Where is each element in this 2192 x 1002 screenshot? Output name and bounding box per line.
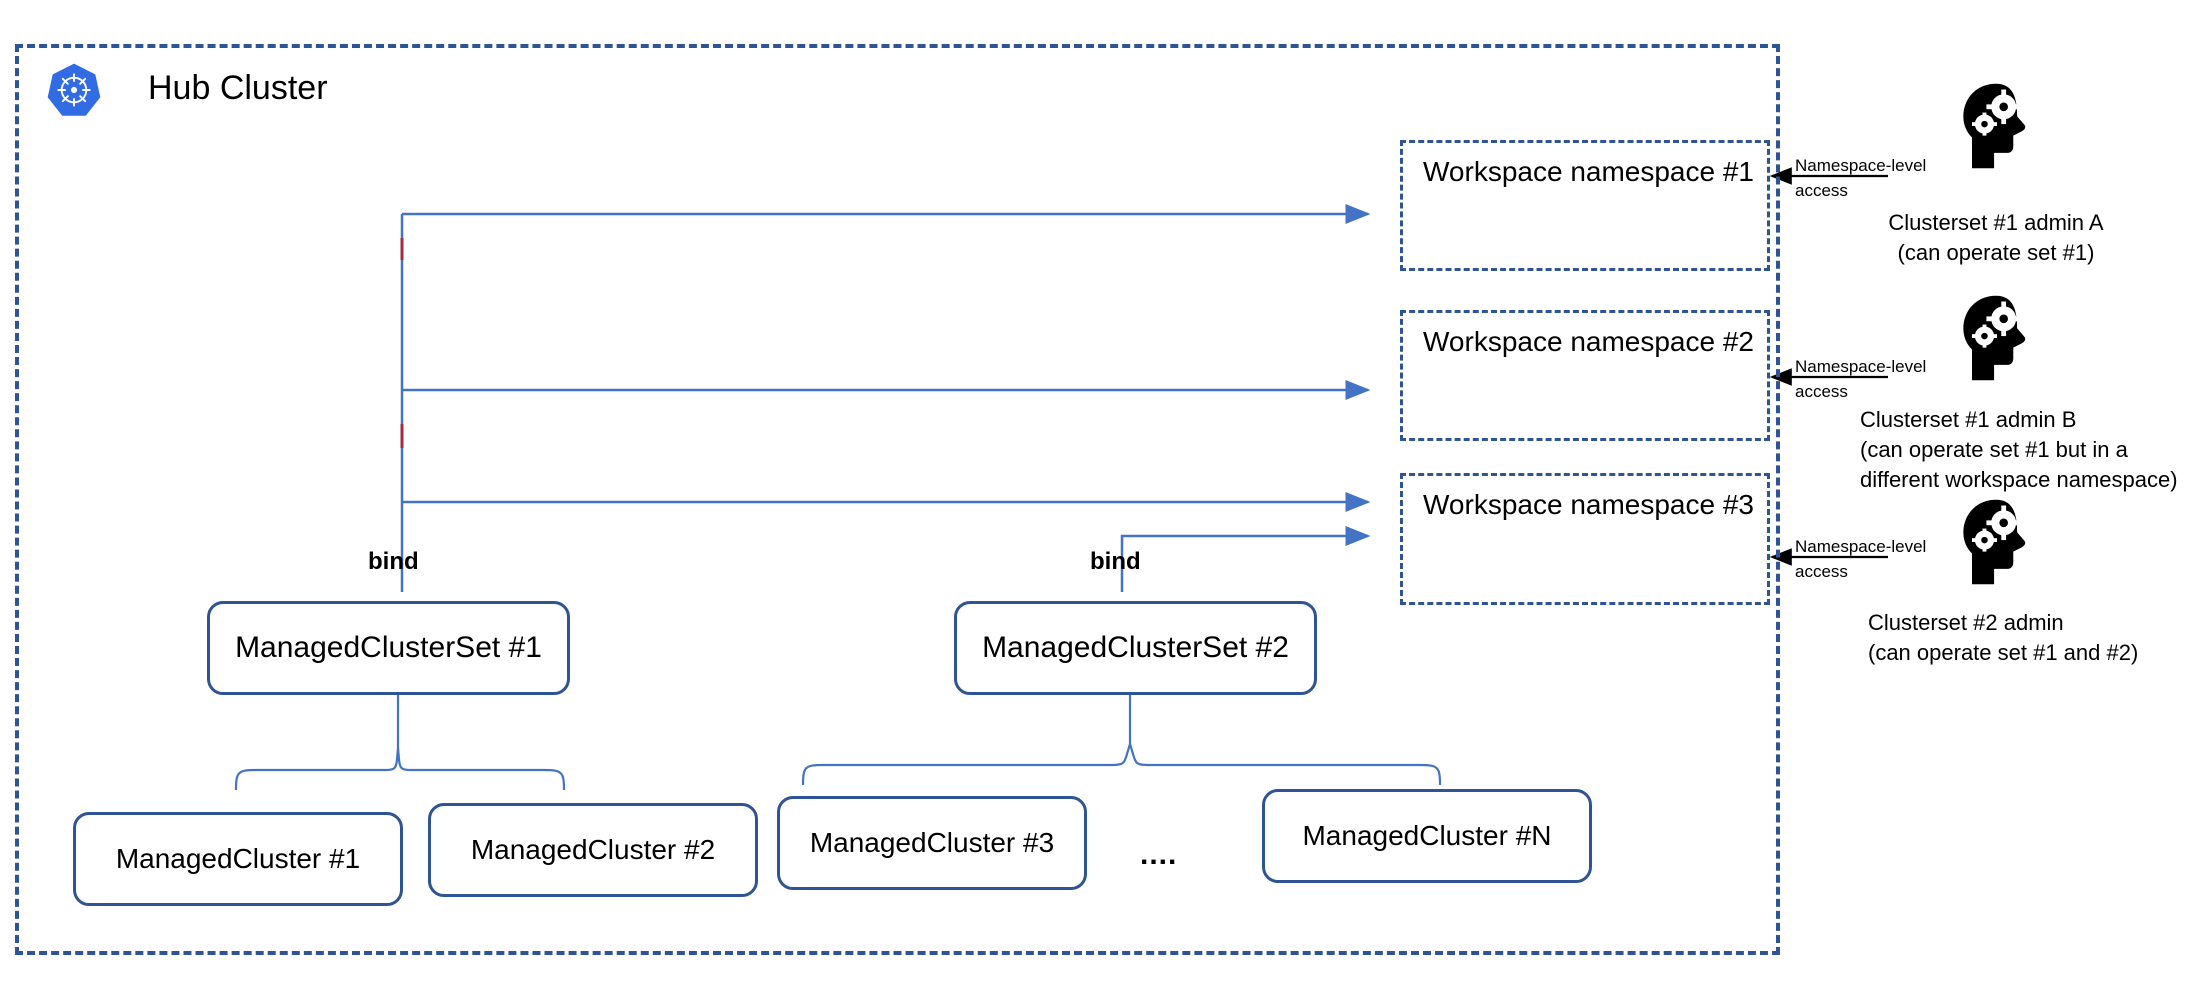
access-label-2-line1: Namespace-level [1795,357,1927,376]
head-with-gears-icon [1948,78,2044,174]
admin-2-caption-line1: Clusterset #1 admin B [1860,407,2077,432]
managed-cluster-set-1-label: ManagedClusterSet #1 [235,631,542,664]
admin-2-caption-line2: (can operate set #1 but in a [1860,437,2128,462]
workspace-namespace-2-label: Workspace namespace #2 [1423,326,1754,357]
managed-cluster-n-label: ManagedCluster #N [1302,820,1552,851]
access-label-1-line1: Namespace-level [1795,156,1927,175]
page-title: Hub Cluster [148,69,328,107]
workspace-namespace-1[interactable]: Workspace namespace #1 [1400,140,1770,271]
access-label-3-line1: Namespace-level [1795,537,1927,556]
workspace-namespace-3-label: Workspace namespace #3 [1423,489,1754,520]
admin-3-caption-line2: (can operate set #1 and #2) [1868,640,2139,665]
managed-cluster-set-2[interactable]: ManagedClusterSet #2 [954,601,1317,695]
bind-label-clusterset-1: bind [368,548,419,575]
access-label-1-line2: access [1795,181,1848,200]
managed-cluster-n[interactable]: ManagedCluster #N [1262,789,1592,883]
admin-1-caption-line1: Clusterset #1 admin A [1888,210,2104,235]
access-label-3-line2: access [1795,562,1848,581]
kubernetes-icon [46,62,102,118]
managed-cluster-2[interactable]: ManagedCluster #2 [428,803,758,897]
workspace-namespace-1-label: Workspace namespace #1 [1423,156,1754,187]
managed-cluster-3[interactable]: ManagedCluster #3 [777,796,1087,890]
workspace-namespace-3[interactable]: Workspace namespace #3 [1400,473,1770,605]
head-with-gears-icon [1948,290,2044,386]
managed-cluster-set-1[interactable]: ManagedClusterSet #1 [207,601,570,695]
bind-label-clusterset-2: bind [1090,548,1141,575]
managed-cluster-1[interactable]: ManagedCluster #1 [73,812,403,906]
managed-cluster-set-2-label: ManagedClusterSet #2 [982,631,1289,664]
hub-cluster-container [15,44,1780,955]
workspace-namespace-2[interactable]: Workspace namespace #2 [1400,310,1770,441]
managed-cluster-2-label: ManagedCluster #2 [470,834,716,865]
managed-cluster-1-label: ManagedCluster #1 [115,843,361,874]
access-label-2-line2: access [1795,382,1848,401]
admin-3-caption-line1: Clusterset #2 admin [1868,610,2064,635]
head-with-gears-icon [1948,494,2044,590]
managed-cluster-ellipsis: .... [1140,838,1178,871]
admin-2-caption-line3: different workspace namespace) [1860,467,2178,492]
admin-1-caption-line2: (can operate set #1) [1897,240,2095,265]
managed-cluster-3-label: ManagedCluster #3 [809,827,1055,858]
